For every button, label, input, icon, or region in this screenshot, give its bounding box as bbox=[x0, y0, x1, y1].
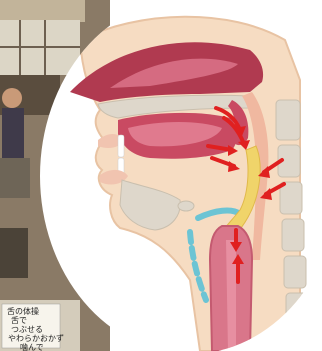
vertebra-c6 bbox=[284, 256, 306, 288]
vertebra-c5 bbox=[282, 219, 304, 251]
hyoid-bone bbox=[178, 201, 194, 211]
vertebra-c4 bbox=[280, 182, 302, 214]
vertebra-c2 bbox=[276, 100, 300, 140]
upper-teeth bbox=[118, 135, 124, 157]
vertebra-c7 bbox=[286, 293, 308, 325]
